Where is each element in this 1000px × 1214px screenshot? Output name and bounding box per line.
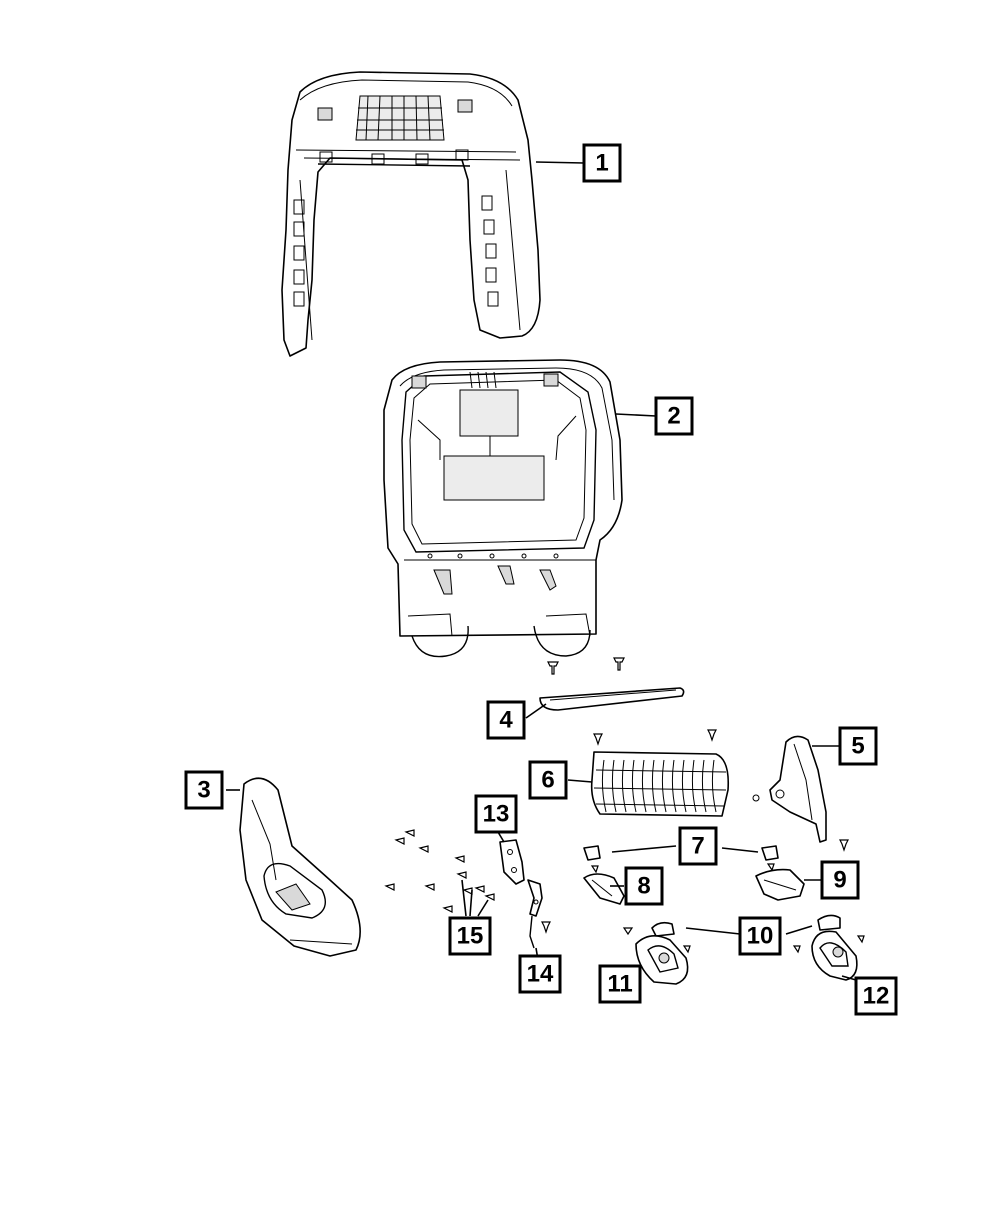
svg-text:2: 2	[667, 403, 680, 430]
callout-7: 7	[678, 826, 718, 866]
leader-10-right	[785, 925, 813, 935]
screw-icon	[424, 883, 435, 891]
svg-text:15: 15	[457, 923, 484, 950]
callout-8: 8	[624, 866, 664, 906]
leader-7-right	[721, 847, 759, 853]
callout-3: 3	[184, 770, 224, 810]
part-1-seat-back-trim-panel	[281, 71, 541, 357]
screw-icon	[613, 657, 625, 671]
part-7-switch-left	[583, 845, 601, 874]
screw-icon	[474, 885, 485, 893]
callout-1: 1	[582, 143, 622, 183]
screw-icon	[547, 661, 559, 675]
screw-icon	[384, 883, 395, 891]
screw-icon	[404, 829, 415, 837]
leader-6	[567, 779, 593, 783]
svg-text:14: 14	[527, 961, 554, 988]
part-4-trim-strip	[539, 657, 685, 711]
part-6-lumbar-support	[590, 729, 730, 817]
part-10-cap-right	[817, 914, 841, 931]
part-11-recliner-cover-left	[622, 927, 691, 985]
callout-14: 14	[518, 954, 562, 994]
svg-text:7: 7	[691, 833, 704, 860]
screw-icon	[456, 871, 467, 879]
part-8-bezel-left	[583, 873, 625, 905]
svg-text:12: 12	[863, 983, 890, 1010]
callout-10: 10	[738, 916, 782, 956]
part-12-recliner-cover-right	[792, 930, 865, 981]
screw-icon	[394, 837, 405, 845]
svg-text:5: 5	[851, 733, 864, 760]
screw-icon	[590, 865, 599, 874]
part-13-bracket	[499, 839, 525, 885]
callout-5: 5	[838, 726, 878, 766]
callout-12: 12	[854, 976, 898, 1016]
part-15-fasteners	[384, 829, 495, 917]
svg-text:4: 4	[499, 707, 513, 734]
callout-11: 11	[598, 964, 642, 1004]
screw-icon	[418, 845, 429, 853]
callout-15: 15	[448, 916, 492, 956]
screw-icon	[541, 921, 551, 934]
screw-icon	[792, 945, 801, 954]
svg-text:3: 3	[197, 777, 210, 804]
svg-text:6: 6	[541, 767, 554, 794]
part-10-cap-left	[651, 921, 675, 937]
svg-text:10: 10	[747, 923, 774, 950]
callout-2: 2	[654, 396, 694, 436]
screw-icon	[766, 863, 775, 872]
screw-icon	[856, 935, 865, 944]
svg-text:9: 9	[833, 867, 846, 894]
callout-13: 13	[474, 794, 518, 834]
svg-text:11: 11	[607, 971, 632, 998]
part-2-seat-back-frame	[383, 359, 623, 658]
part-14-wire-harness	[527, 879, 551, 949]
leader-12	[841, 975, 857, 981]
svg-text:13: 13	[483, 801, 510, 828]
part-7-switch-right	[761, 845, 779, 872]
leader-7-left	[611, 845, 677, 853]
screw-icon	[593, 733, 603, 746]
screw-icon	[484, 893, 495, 901]
part-9-bezel-right	[755, 868, 805, 901]
part-5-side-shield	[752, 735, 849, 852]
screw-icon	[707, 729, 717, 742]
callout-9: 9	[820, 860, 860, 900]
part-3-side-trim-cover	[239, 777, 361, 957]
screw-icon	[442, 905, 453, 913]
leader-10-left	[685, 927, 741, 935]
callout-6: 6	[528, 760, 568, 800]
svg-text:1: 1	[595, 150, 608, 177]
svg-text:8: 8	[637, 873, 650, 900]
callout-4: 4	[486, 700, 526, 740]
leader-4	[525, 703, 547, 719]
screw-icon	[622, 927, 634, 936]
screw-icon	[454, 855, 465, 863]
leader-13	[497, 831, 505, 843]
screw-icon	[682, 945, 691, 954]
screw-icon	[462, 887, 473, 895]
leader-2	[615, 413, 657, 417]
screw-icon	[839, 839, 849, 852]
leader-1	[535, 161, 585, 164]
